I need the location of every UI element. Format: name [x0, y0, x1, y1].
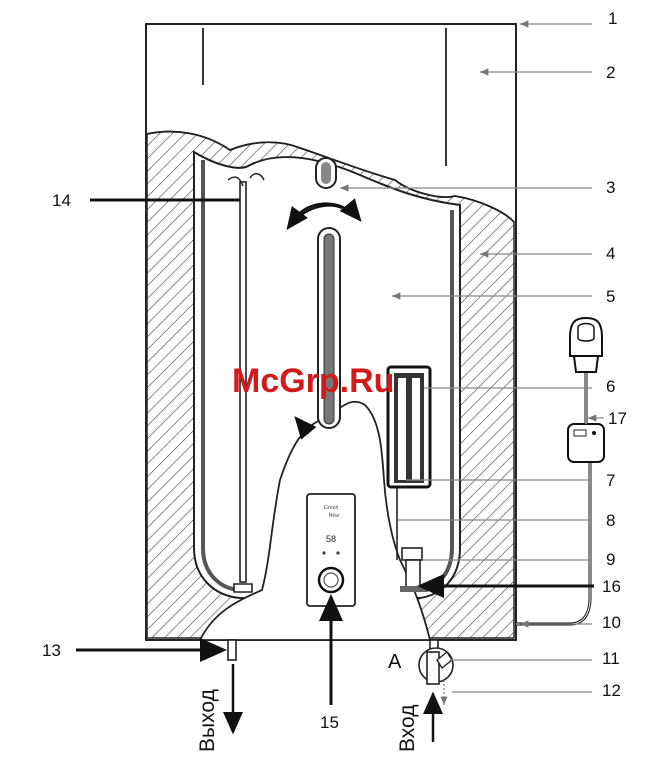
- watermark-text: McGrp.Ru: [232, 362, 394, 400]
- panel-brand-line2: Wise: [328, 513, 340, 519]
- callout-10: 10: [602, 613, 621, 632]
- callout-8: 8: [606, 511, 615, 530]
- panel-brand-line1: Green: [324, 505, 339, 511]
- callout-12: 12: [602, 681, 621, 700]
- outlet-label: Выход: [196, 689, 219, 752]
- callout-7: 7: [606, 471, 615, 490]
- inlet-pipe: [419, 640, 453, 742]
- flow-labels: Выход Вход A: [196, 651, 419, 752]
- detail-a-label: A: [388, 651, 402, 673]
- outlet-pipe: [228, 640, 236, 732]
- callout-15: 15: [320, 713, 339, 732]
- control-panel: Green Wise 58: [307, 494, 355, 606]
- callout-1: 1: [608, 9, 617, 28]
- callout-11: 11: [602, 649, 620, 668]
- callout-13: 13: [42, 641, 61, 660]
- power-cord: [516, 318, 604, 624]
- callout-17: 17: [608, 409, 627, 428]
- callout-9: 9: [606, 550, 615, 569]
- panel-temperature-display: 58: [326, 534, 336, 544]
- callout-16: 16: [602, 577, 621, 596]
- callout-4: 4: [606, 244, 615, 263]
- callout-2: 2: [606, 63, 615, 82]
- callout-14: 14: [52, 191, 71, 210]
- callout-6: 6: [606, 377, 615, 396]
- callout-3: 3: [606, 178, 615, 197]
- callout-5: 5: [606, 287, 615, 306]
- indicator-light-icon: [322, 551, 325, 554]
- inlet-label: Вход: [396, 704, 419, 752]
- indicator-light-icon: [336, 551, 339, 554]
- anode-top-stub: [316, 158, 336, 188]
